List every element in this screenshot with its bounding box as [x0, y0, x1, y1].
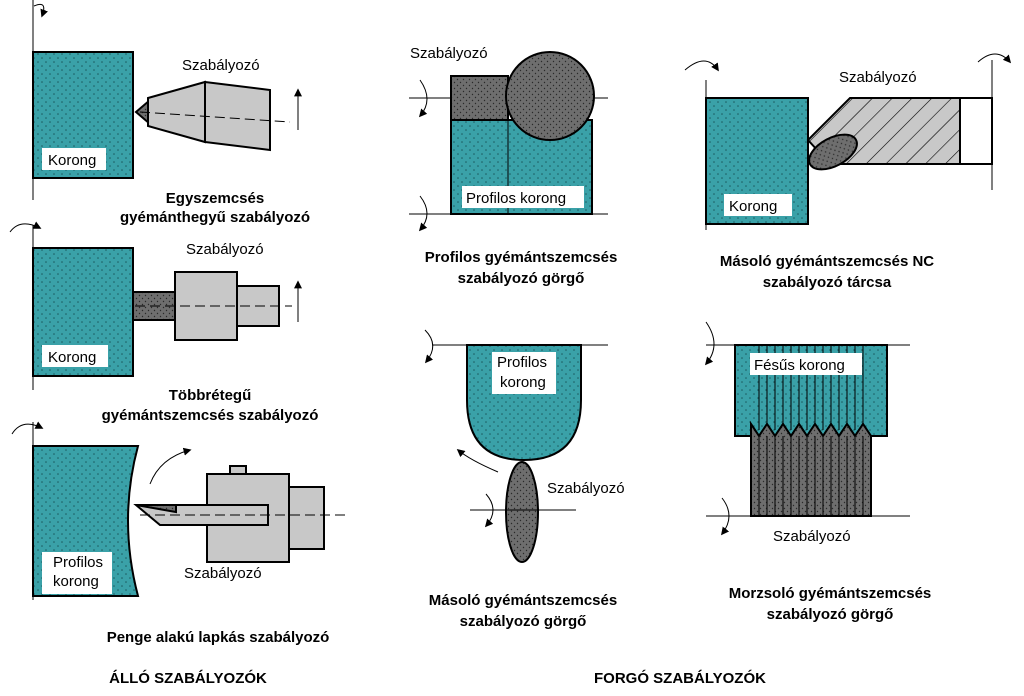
- rotation-arrow-icon: [11, 421, 44, 435]
- roller-ribs: [758, 436, 864, 516]
- tool-label: Szabályozó: [410, 45, 488, 62]
- caption-line-1: Másoló gyémántszemcsés: [429, 592, 617, 609]
- caption-line-1: Morzsoló gyémántszemcsés: [729, 585, 932, 602]
- dressing-roller: [505, 51, 595, 141]
- wheel-label: Profilos korong: [466, 190, 566, 207]
- rotation-arrow-icon: [418, 195, 428, 232]
- panel-multi-layer: Korong Szabályozó Többrétegű gyémántszem…: [9, 221, 319, 424]
- rotation-arrow-icon: [9, 221, 42, 233]
- wheel-label-1: Profilos: [53, 554, 103, 571]
- wheel-label-bg: [724, 194, 792, 216]
- wheel-label-2: korong: [500, 374, 546, 391]
- rotation-arrow-icon: [977, 53, 1012, 64]
- wheel-label: Korong: [729, 198, 777, 215]
- panel-profile-roller: Profilos korong Szabályozó Profilos gyém…: [409, 45, 617, 287]
- rotation-arrow-icon: [418, 79, 428, 118]
- panel-nc-disc: Korong Szabályozó Másoló gyémántszemcsés…: [684, 53, 1012, 291]
- caption-line-1: Egyszemcsés: [166, 190, 264, 207]
- spindle: [959, 97, 993, 165]
- panel-copy-roller: Profilos korong Szabályozó Másoló gyémán…: [424, 329, 625, 630]
- rotation-arrow-icon: [721, 497, 730, 536]
- panel-crush-roller: Fésűs korong Szabályozó Morzsoló gyémánt…: [704, 321, 932, 623]
- blade-edge: [135, 504, 177, 514]
- caption-line-2: szabályozó tárcsa: [763, 274, 892, 291]
- section-title-rotating: FORGÓ SZABÁLYOZÓK: [594, 669, 766, 687]
- caption-line-2: szabályozó görgő: [767, 606, 894, 623]
- roller-shaft: [450, 75, 509, 121]
- caption-line-1: Másoló gyémántszemcsés NC: [720, 253, 934, 270]
- dresser-cone: [147, 80, 206, 144]
- rotation-arrow-icon: [484, 493, 494, 528]
- wheel-grooves: [758, 345, 864, 430]
- caption-line-1: Többrétegű: [169, 387, 252, 404]
- caption-line-2: gyémántszemcsés szabályozó: [102, 407, 319, 424]
- caption-line-2: gyémánthegyű szabályozó: [120, 209, 310, 226]
- wheel-label-bg: [462, 186, 584, 208]
- copy-roller: [505, 461, 539, 563]
- wheel-label-1: Profilos: [497, 354, 547, 371]
- wheel-label-bg: [492, 352, 556, 394]
- wheel-label-bg: [42, 552, 112, 594]
- tool-label: Szabályozó: [182, 57, 260, 74]
- dresser-shaft: [288, 486, 325, 550]
- rotation-arrow-icon: [424, 329, 434, 364]
- wheel-label: Korong: [48, 349, 96, 366]
- tool-label: Szabályozó: [184, 565, 262, 582]
- tool-label: Szabályozó: [186, 241, 264, 258]
- panel-single-point: Korong Szabályozó Egyszemcsés gyémántheg…: [32, 0, 310, 226]
- caption-line-2: szabályozó görgő: [458, 270, 585, 287]
- section-title-stationary: ÁLLÓ SZABÁLYOZÓK: [109, 669, 267, 687]
- caption-line-2: szabályozó görgő: [460, 613, 587, 630]
- rotation-arrow-icon: [33, 3, 48, 18]
- caption-line-1: Profilos gyémántszemcsés: [425, 249, 618, 266]
- wheel-label-bg: [750, 353, 862, 375]
- rotation-arrow-icon: [149, 447, 192, 485]
- dresser-holder: [204, 80, 271, 152]
- rotation-arrow-icon: [704, 321, 715, 366]
- wheel-label-bg: [42, 345, 108, 367]
- profile-arrow-icon: [456, 448, 499, 473]
- crushing-roller: [750, 420, 872, 517]
- tool-label: Szabályozó: [773, 528, 851, 545]
- wheel-label: Fésűs korong: [754, 357, 845, 374]
- rotation-arrow-icon: [684, 60, 719, 72]
- tool-label: Szabályozó: [839, 69, 917, 86]
- diamond-disc: [808, 133, 858, 171]
- tool-axis: [139, 111, 291, 123]
- wheel-label-bg: [42, 148, 106, 170]
- caption: Penge alakú lapkás szabályozó: [107, 629, 330, 646]
- tool-label: Szabályozó: [547, 480, 625, 497]
- panel-blade: Profilos korong Szabályozó Penge alakú l…: [11, 421, 345, 646]
- wheel-label-2: korong: [53, 573, 99, 590]
- wheel-label: Korong: [48, 152, 96, 169]
